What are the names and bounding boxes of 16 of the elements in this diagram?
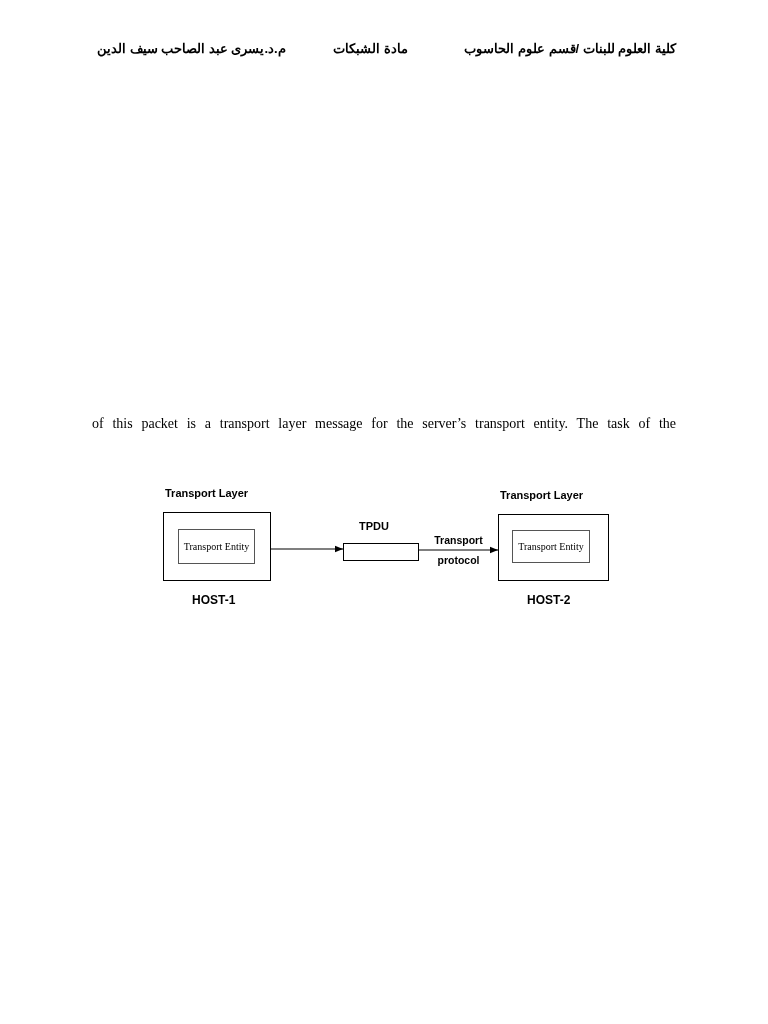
body-paragraph: of this packet is a transport layer message for the server’s transport entity. The task of the	[92, 416, 676, 432]
host-label: HOST-1	[192, 593, 236, 607]
entity-box	[178, 529, 255, 564]
header-text: م.د.يسرى عبد الصاحب سيف الدين	[97, 41, 286, 56]
entity-label: Transport Entity	[183, 540, 250, 553]
entity-label: Transport Entity	[518, 540, 584, 553]
heading-label: TPDU	[359, 520, 389, 532]
entity-box	[512, 530, 590, 563]
arrow	[418, 546, 499, 554]
edge-label: Transport protocol	[433, 533, 484, 568]
header-text: كلية العلوم للبنات /قسم علوم الحاسوب	[464, 41, 676, 56]
arrow	[270, 545, 344, 553]
header-text: مادة الشبكات	[333, 41, 408, 56]
heading-label: Transport Layer	[165, 487, 249, 499]
host-label: HOST-2	[527, 593, 571, 607]
heading-label: Transport Layer	[500, 489, 584, 501]
